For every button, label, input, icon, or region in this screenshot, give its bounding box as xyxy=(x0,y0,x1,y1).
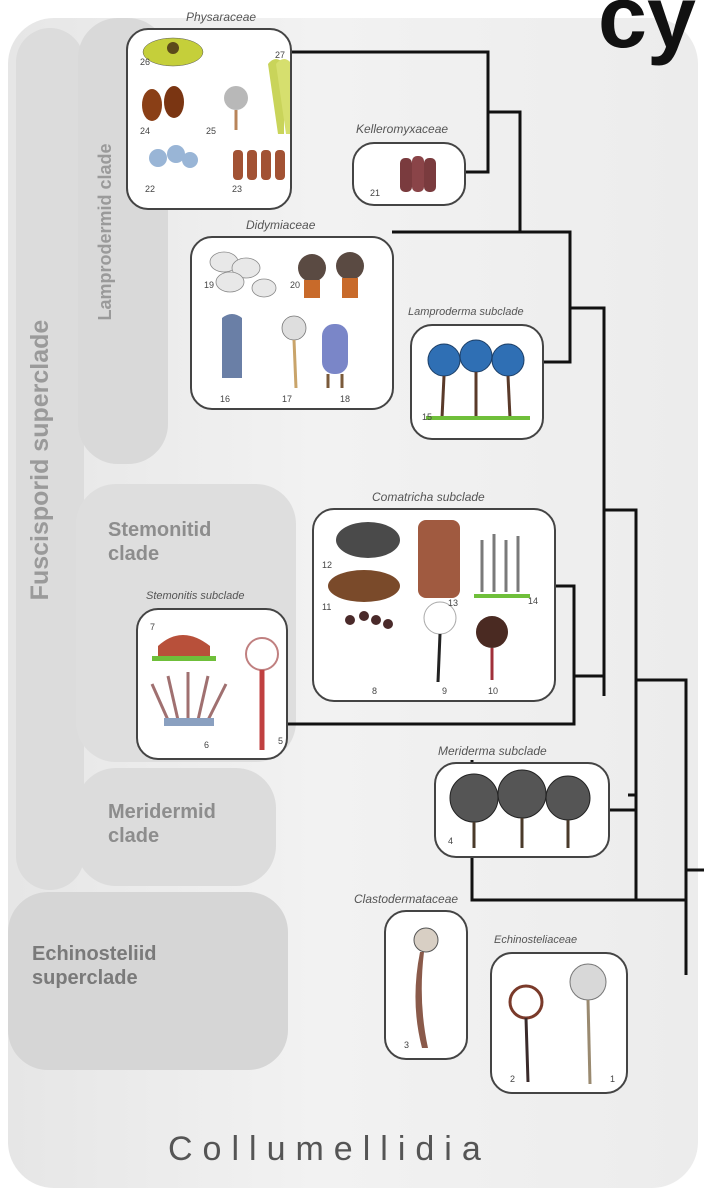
didymiaceae-number-18: 18 xyxy=(340,394,350,404)
lamproderma-box xyxy=(410,324,544,440)
echinosteliaceae-label: Echinosteliaceae xyxy=(494,934,577,946)
clastodermataceae-label: Clastodermataceae xyxy=(354,892,458,906)
didymiaceae-label: Didymiaceae xyxy=(246,218,315,232)
stemonitis-number-6: 6 xyxy=(204,740,209,750)
comatricha-number-14: 14 xyxy=(528,596,538,606)
stemonitis-number-7: 7 xyxy=(150,622,155,632)
comatricha-number-9: 9 xyxy=(442,686,447,696)
lamproderma-number-15: 15 xyxy=(422,412,432,422)
physaraceae-number-23: 23 xyxy=(232,184,242,194)
physaraceae-number-27: 27 xyxy=(275,50,285,60)
physaraceae-illustrations xyxy=(128,30,290,208)
didymiaceae-illustrations xyxy=(192,238,392,408)
collumellidia-title: Collumellidia xyxy=(168,1130,491,1169)
clastodermataceae-number-3: 3 xyxy=(404,1040,409,1050)
physaraceae-number-22: 22 xyxy=(145,184,155,194)
physaraceae-number-26: 26 xyxy=(140,57,150,67)
lamproderma-label: Lamproderma subclade xyxy=(408,306,524,318)
physaraceae-label: Physaraceae xyxy=(186,10,256,24)
comatricha-box xyxy=(312,508,556,702)
echinosteliaceae-number-2: 2 xyxy=(510,1074,515,1084)
kelleromyxaceae-number-21: 21 xyxy=(370,188,380,198)
stemonitis-number-5: 5 xyxy=(278,736,283,746)
echinosteliaceae-illustration xyxy=(492,954,626,1092)
meriderma-illustration xyxy=(436,764,608,856)
kelleromyxaceae-label: Kelleromyxaceae xyxy=(356,122,448,136)
comatricha-number-10: 10 xyxy=(488,686,498,696)
comatricha-number-13: 13 xyxy=(448,598,458,608)
didymiaceae-number-19: 19 xyxy=(204,280,214,290)
comatricha-illustrations xyxy=(314,510,554,700)
stemonitis-box xyxy=(136,608,288,760)
comatricha-number-8: 8 xyxy=(372,686,377,696)
clastodermataceae-box xyxy=(384,910,468,1060)
clastodermataceae-illustration xyxy=(386,912,466,1058)
didymiaceae-box xyxy=(190,236,394,410)
comatricha-label: Comatricha subclade xyxy=(372,490,485,504)
physaraceae-box xyxy=(126,28,292,210)
stemonitis-label: Stemonitis subclade xyxy=(146,590,244,602)
didymiaceae-number-16: 16 xyxy=(220,394,230,404)
echinosteliaceae-box xyxy=(490,952,628,1094)
physaraceae-number-25: 25 xyxy=(206,126,216,136)
stemonitis-illustrations xyxy=(138,610,286,758)
meriderma-label: Meriderma subclade xyxy=(438,744,547,758)
comatricha-number-12: 12 xyxy=(322,560,332,570)
physaraceae-number-24: 24 xyxy=(140,126,150,136)
didymiaceae-number-17: 17 xyxy=(282,394,292,404)
comatricha-number-11: 11 xyxy=(322,602,331,612)
meriderma-number-4: 4 xyxy=(448,836,453,846)
echinosteliaceae-number-1: 1 xyxy=(610,1074,615,1084)
didymiaceae-number-20: 20 xyxy=(290,280,300,290)
meriderma-box xyxy=(434,762,610,858)
